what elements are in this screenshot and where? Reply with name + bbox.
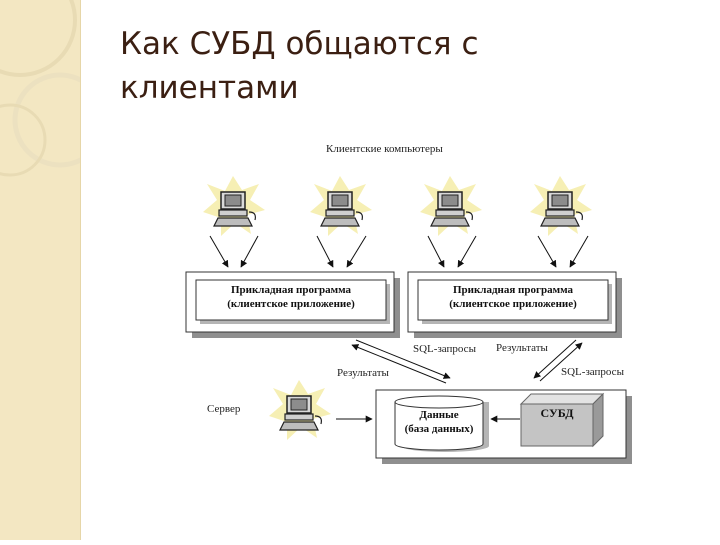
app-box-2-line2: (клиентское приложение) — [449, 298, 577, 310]
decorative-sidebar — [0, 0, 108, 540]
data-box-text: Данные (база данных) — [395, 408, 483, 436]
query-result-arrows — [351, 339, 583, 384]
server-computer-icon — [268, 379, 332, 441]
database-cylinder — [394, 395, 489, 452]
data-box-line1: Данные — [419, 409, 459, 421]
client-computer-icon — [419, 175, 483, 237]
results-label-right: Результаты — [496, 342, 548, 354]
sql-queries-label-left: SQL-запросы — [413, 343, 476, 355]
client-computer-icon — [309, 175, 373, 237]
client-to-app-arrows — [209, 235, 589, 268]
app-box-1-line1: Прикладная программа — [230, 284, 352, 296]
client-computers-label: Клиентские компьютеры — [326, 143, 443, 155]
app-box-2 — [407, 271, 622, 338]
server-label: Сервер — [207, 403, 241, 415]
results-label-left: Результаты — [337, 367, 389, 379]
app-box-1-text: Прикладная программа (клиентское приложе… — [196, 283, 386, 311]
client-computer-icon — [202, 175, 266, 237]
app-box-2-text: Прикладная программа (клиентское приложе… — [418, 283, 608, 311]
app-box-1-line2: (клиентское приложение) — [227, 298, 355, 310]
slide-title: Как СУБД общаются с клиентами — [120, 26, 479, 106]
data-box-line2: (база данных) — [404, 423, 474, 435]
dbms-box — [519, 392, 605, 448]
app-box-1 — [185, 271, 400, 338]
app-box-2-line1: Прикладная программа — [452, 284, 574, 296]
sql-queries-label-right: SQL-запросы — [561, 366, 624, 378]
client-computer-icon — [529, 175, 593, 237]
dbms-label: СУБД — [540, 406, 574, 420]
